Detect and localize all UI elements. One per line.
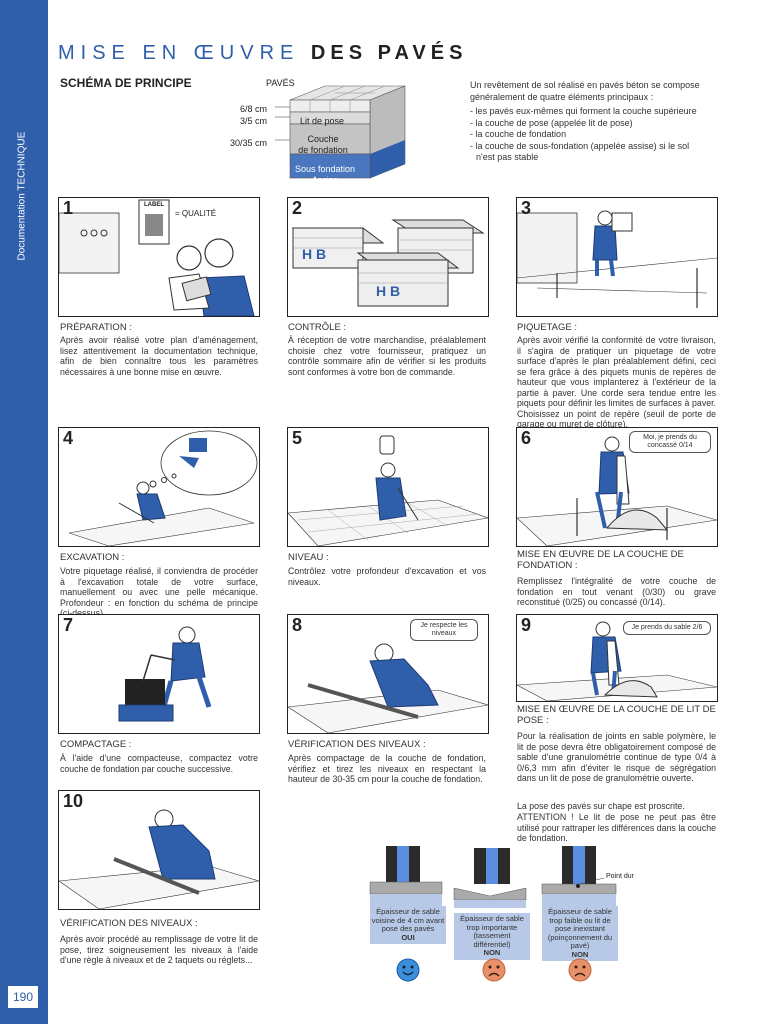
text-niveau: Contrôlez votre profondeur d'excavation … bbox=[288, 566, 486, 587]
lit-de-pose-illustration bbox=[517, 621, 717, 701]
caption-niveau: NIVEAU : bbox=[288, 552, 329, 563]
sad-face-icon bbox=[482, 958, 506, 982]
caption-controle: CONTRÔLE : bbox=[288, 322, 347, 333]
pallets-illustration bbox=[291, 219, 485, 307]
caption-piquetage: PIQUETAGE : bbox=[517, 322, 578, 333]
layer-sous-fondation: Sous fondation Assise bbox=[294, 164, 356, 185]
step-number: 9 bbox=[521, 615, 532, 635]
intro-text: Un revêtement de sol réalisé en pavés bé… bbox=[470, 80, 700, 102]
joint-case-too-thick bbox=[453, 848, 527, 908]
text-fondation: Remplissez l'intégralité de votre couche… bbox=[517, 576, 716, 607]
sidebar-label: Documentation TECHNIQUE bbox=[16, 131, 28, 261]
joint-text: Épaisseur de sable voisine de 4 cm avant… bbox=[371, 907, 445, 933]
joint-case-too-thin bbox=[541, 846, 617, 908]
text-compactage: À l'aide d'une compacteuse, compactez vo… bbox=[60, 753, 258, 774]
intro-item: - la couche de pose (appelée lit de pose… bbox=[470, 117, 633, 128]
excavation-illustration bbox=[68, 430, 258, 546]
speech-bubble: Je prends du sable 2/6 bbox=[623, 621, 711, 635]
intro-item: - la couche de sous-fondation (appelée a… bbox=[470, 140, 690, 151]
panel-lit-de-pose: 9 Je prends du sable 2/6 bbox=[516, 614, 718, 702]
caption-lit-de-pose: MISE EN ŒUVRE DE LA COUCHE DE LIT DE POS… bbox=[517, 704, 716, 726]
piquetage-illustration bbox=[517, 210, 717, 308]
panel-verification-2: 10 bbox=[58, 790, 260, 910]
preparation-illustration bbox=[59, 199, 255, 316]
brand-logo-front: H B bbox=[376, 283, 401, 299]
joint-label-too-thin: Épaisseur de sable trop faible ou lit de… bbox=[542, 906, 618, 961]
panel-excavation: 4 bbox=[58, 427, 260, 547]
caption-preparation: PRÉPARATION : bbox=[60, 322, 132, 333]
intro-list: - les pavés eux-mêmes qui forment la cou… bbox=[470, 106, 720, 164]
step-number: 10 bbox=[63, 791, 84, 811]
step-number: 8 bbox=[292, 615, 303, 635]
panel-fondation: 6 Moi, je prends du concassé 0/14 bbox=[516, 427, 718, 547]
joint-diagrams bbox=[369, 846, 617, 908]
text-preparation: Après avoir réalisé votre plan d'aménage… bbox=[60, 335, 258, 377]
joint-verdict: NON bbox=[483, 948, 501, 957]
joint-label-ok: Épaisseur de sable voisine de 4 cm avant… bbox=[370, 906, 446, 944]
text-lit-de-pose: Pour la réalisation de joints en sable p… bbox=[517, 731, 716, 783]
fondation-illustration bbox=[517, 436, 717, 546]
step-number: 3 bbox=[521, 198, 532, 218]
layer-fondation: Couche de fondation bbox=[298, 134, 348, 155]
niveau-illustration bbox=[288, 435, 488, 546]
label-tag: LABEL bbox=[144, 202, 164, 208]
caption-excavation: EXCAVATION : bbox=[60, 552, 125, 563]
brand-logo-left: H B bbox=[302, 246, 327, 262]
panel-controle: 2 H B H B bbox=[287, 197, 489, 317]
panel-verification-1: 8 Je respecte les niveaux bbox=[287, 614, 489, 734]
step-number: 5 bbox=[292, 428, 303, 448]
text-verification-2: Après avoir procédé au remplissage de vo… bbox=[60, 934, 258, 965]
intro-text-block: Un revêtement de sol réalisé en pavés bé… bbox=[470, 80, 720, 164]
intro-item: n'est pas stable bbox=[476, 152, 539, 162]
speech-bubble: Je respecte les niveaux bbox=[410, 619, 478, 641]
joint-case-ok bbox=[369, 846, 443, 908]
joint-label-too-thick: Épaisseur de sable trop importante (tass… bbox=[454, 913, 530, 960]
step-number: 4 bbox=[63, 428, 74, 448]
label-note: = QUALITÉ bbox=[175, 209, 217, 218]
text-piquetage: Après avoir vérifié la conformité de vot… bbox=[517, 335, 716, 429]
dim-3: 30/35 cm bbox=[230, 138, 268, 148]
text-controle: À réception de votre marchandise, préala… bbox=[288, 335, 486, 377]
step-number: 1 bbox=[63, 198, 74, 218]
scheme-top-label: PAVÉS bbox=[266, 78, 295, 88]
text-verification-1: Après compactage de la couche de fondati… bbox=[288, 753, 486, 784]
intro-item: - la couche de fondation bbox=[470, 129, 567, 139]
caption-verification-1: VÉRIFICATION DES NIVEAUX : bbox=[288, 739, 426, 750]
text-lit-de-pose-3: ATTENTION ! Le lit de pose ne peut pas ê… bbox=[517, 812, 716, 843]
compactage-illustration bbox=[118, 626, 212, 722]
verification-2-illustration bbox=[59, 809, 259, 909]
point-dur-label: Point dur bbox=[606, 873, 635, 880]
title-light: MISE EN ŒUVRE bbox=[58, 42, 300, 64]
joint-verdict: OUI bbox=[401, 932, 415, 942]
joint-verdict: NON bbox=[571, 949, 589, 959]
text-excavation: Votre piquetage réalisé, il conviendra d… bbox=[60, 566, 258, 618]
dim-1: 6/8 cm bbox=[240, 104, 268, 114]
speech-bubble: Moi, je prends du concassé 0/14 bbox=[629, 431, 711, 453]
verification-illustration bbox=[288, 643, 488, 733]
step-number: 7 bbox=[63, 615, 74, 635]
panel-piquetage: 3 bbox=[516, 197, 718, 317]
happy-face-icon bbox=[396, 958, 420, 982]
layer-lit-de-pose: Lit de pose bbox=[300, 116, 345, 126]
dim-2: 3/5 cm bbox=[240, 116, 268, 126]
intro-item: - les pavés eux-mêmes qui forment la cou… bbox=[470, 106, 697, 116]
page-title: MISE EN ŒUVRE DES PAVÉS bbox=[58, 42, 467, 65]
joint-text: Épaisseur de sable trop faible ou lit de… bbox=[547, 907, 613, 950]
joint-text: Épaisseur de sable trop importante (tass… bbox=[460, 914, 524, 949]
caption-fondation: MISE EN ŒUVRE DE LA COUCHE DE FONDATION … bbox=[517, 549, 684, 571]
panel-niveau: 5 bbox=[287, 427, 489, 547]
sad-face-icon bbox=[568, 958, 592, 982]
scheme-title: SCHÉMA DE PRINCIPE bbox=[60, 76, 192, 90]
step-number: 2 bbox=[292, 198, 303, 218]
sidebar: Documentation TECHNIQUE 190 bbox=[0, 0, 48, 1024]
panel-preparation: 1 LABEL = QUALITÉ bbox=[58, 197, 260, 317]
caption-compactage: COMPACTAGE : bbox=[60, 739, 132, 750]
scheme-block-diagram bbox=[275, 85, 406, 179]
text-lit-de-pose-2: La pose des pavés sur chape est proscrit… bbox=[517, 801, 685, 811]
title-bold: DES PAVÉS bbox=[310, 42, 468, 64]
step-number: 6 bbox=[521, 428, 532, 448]
page-number: 190 bbox=[8, 986, 38, 1008]
panel-compactage: 7 bbox=[58, 614, 260, 734]
caption-verification-2: VÉRIFICATION DES NIVEAUX : bbox=[60, 918, 198, 929]
